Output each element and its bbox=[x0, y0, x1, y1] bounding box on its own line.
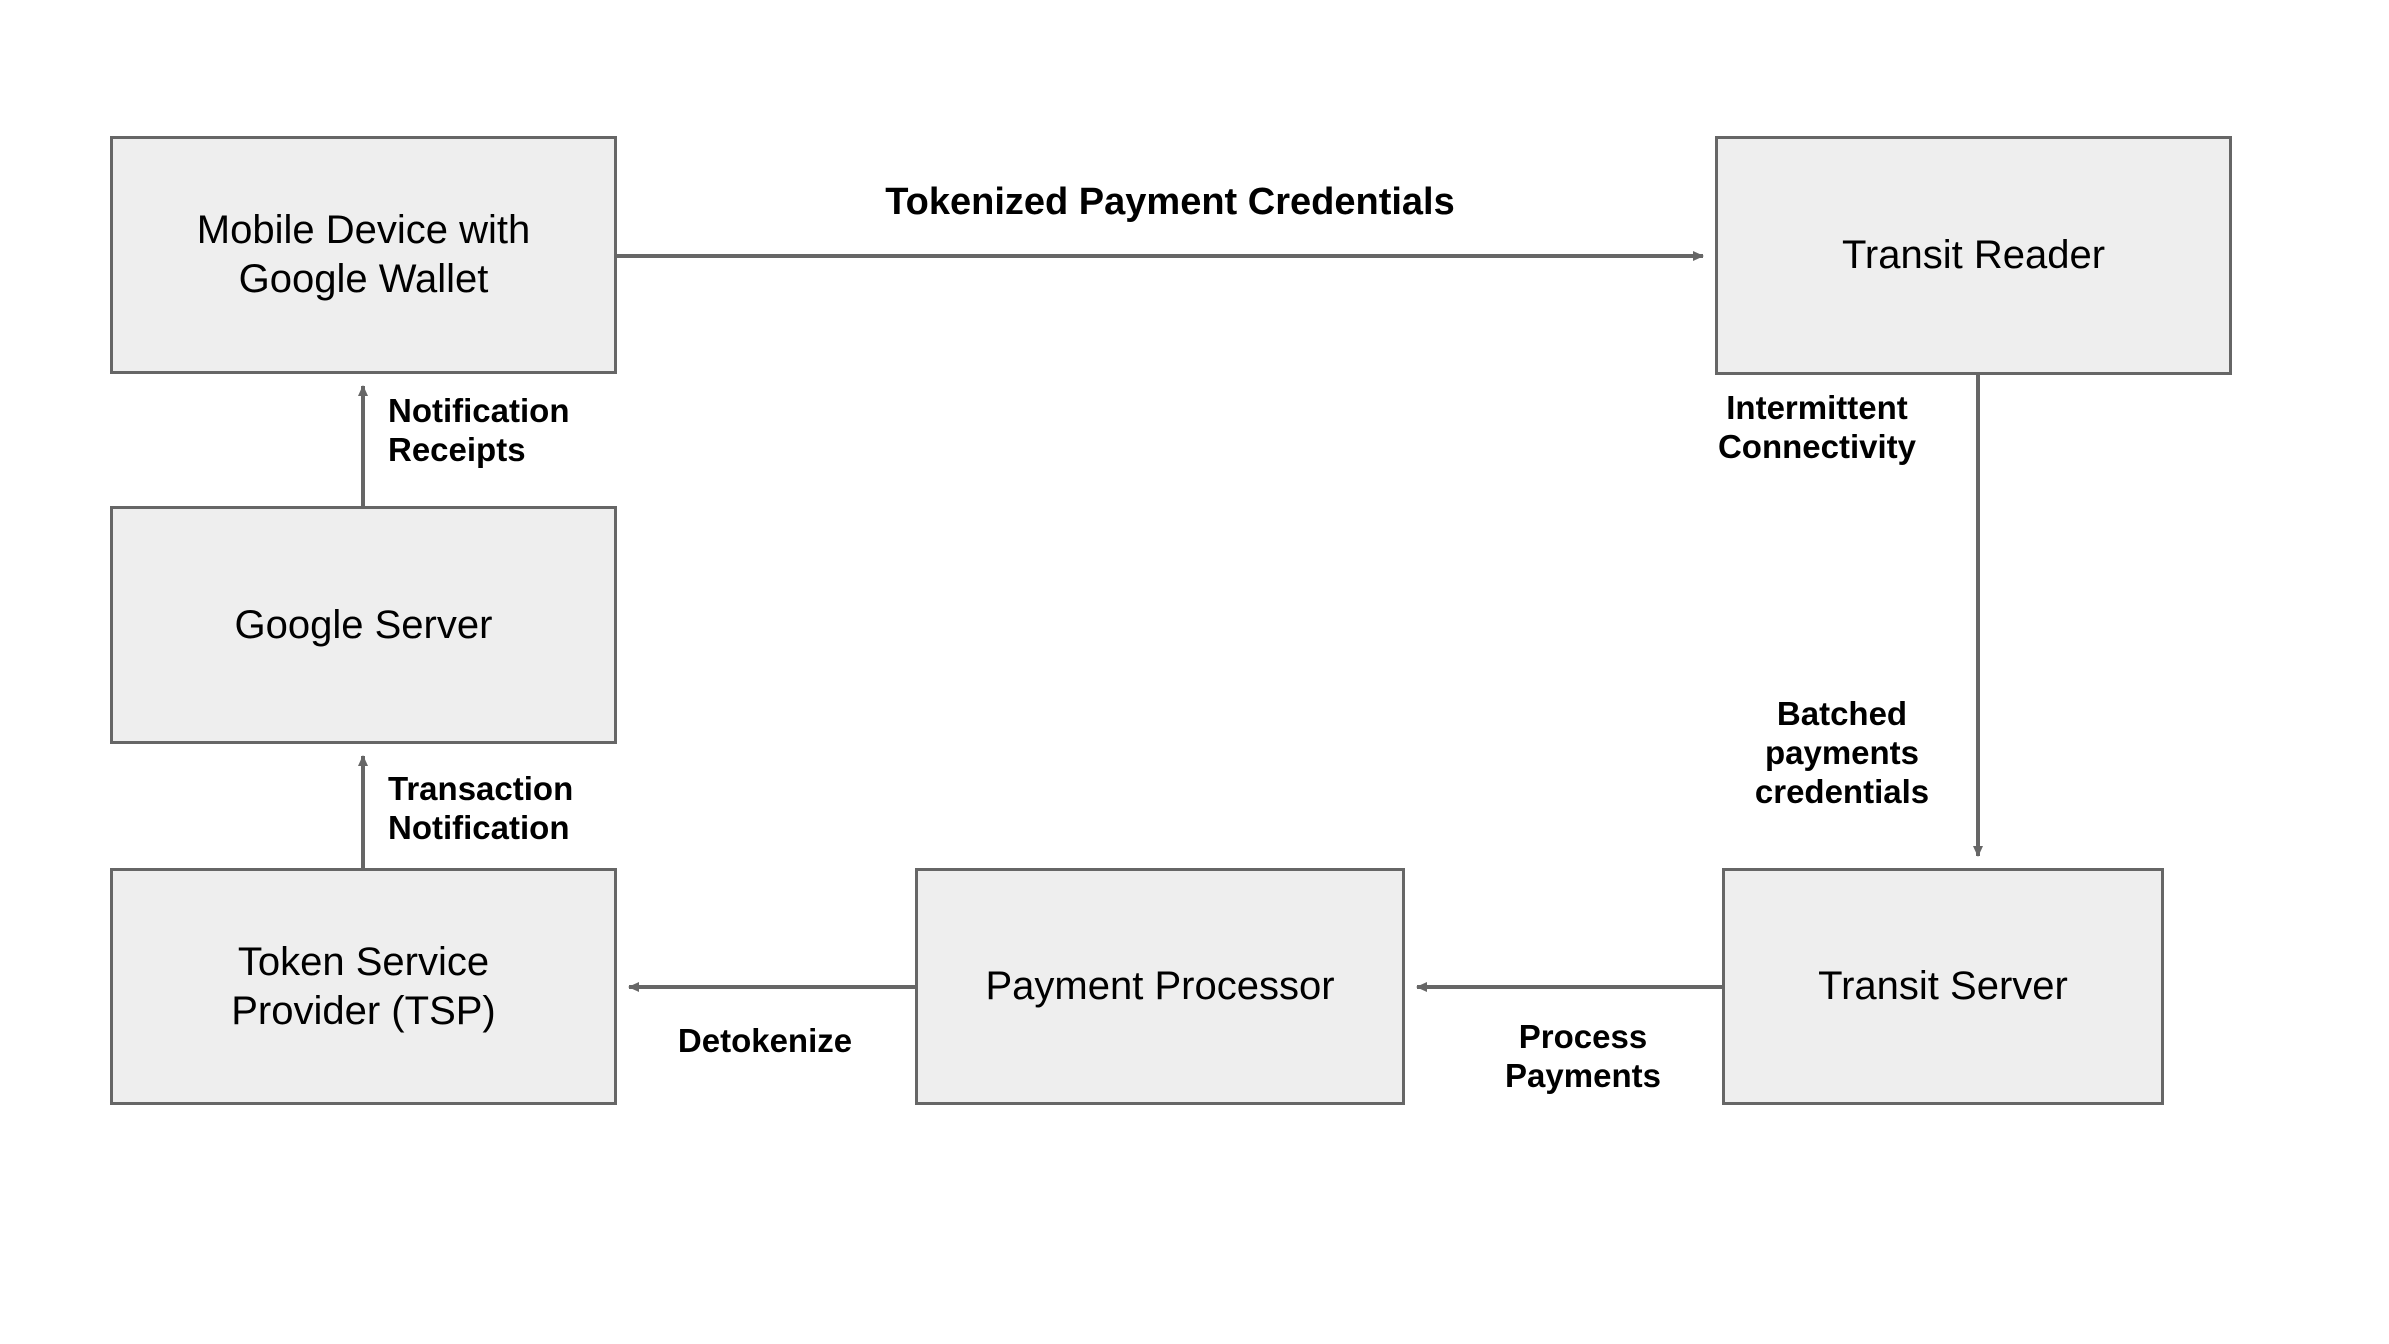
edge-label-batched-payments-credentials: Batched payments credentials bbox=[1754, 695, 1930, 810]
node-mobile-device[interactable]: Mobile Device with Google Wallet bbox=[110, 136, 617, 374]
edge-label-process-payments: Process Payments bbox=[1505, 1018, 1661, 1094]
node-transit-reader[interactable]: Transit Reader bbox=[1715, 136, 2232, 375]
edge-label-transaction-notification: Transaction Notification bbox=[388, 770, 574, 846]
edge-label-tokenized-payment-credentials: Tokenized Payment Credentials bbox=[885, 181, 1455, 223]
node-google-server[interactable]: Google Server bbox=[110, 506, 617, 744]
node-payment-processor[interactable]: Payment Processor bbox=[915, 868, 1405, 1105]
edge-label-intermittent-connectivity: Intermittent Connectivity bbox=[1717, 389, 1917, 465]
node-transit-server[interactable]: Transit Server bbox=[1722, 868, 2164, 1105]
edge-label-notification-receipts: Notification Receipts bbox=[388, 392, 570, 468]
node-token-service-provider[interactable]: Token Service Provider (TSP) bbox=[110, 868, 617, 1105]
edge-label-detokenize: Detokenize bbox=[677, 1022, 853, 1059]
